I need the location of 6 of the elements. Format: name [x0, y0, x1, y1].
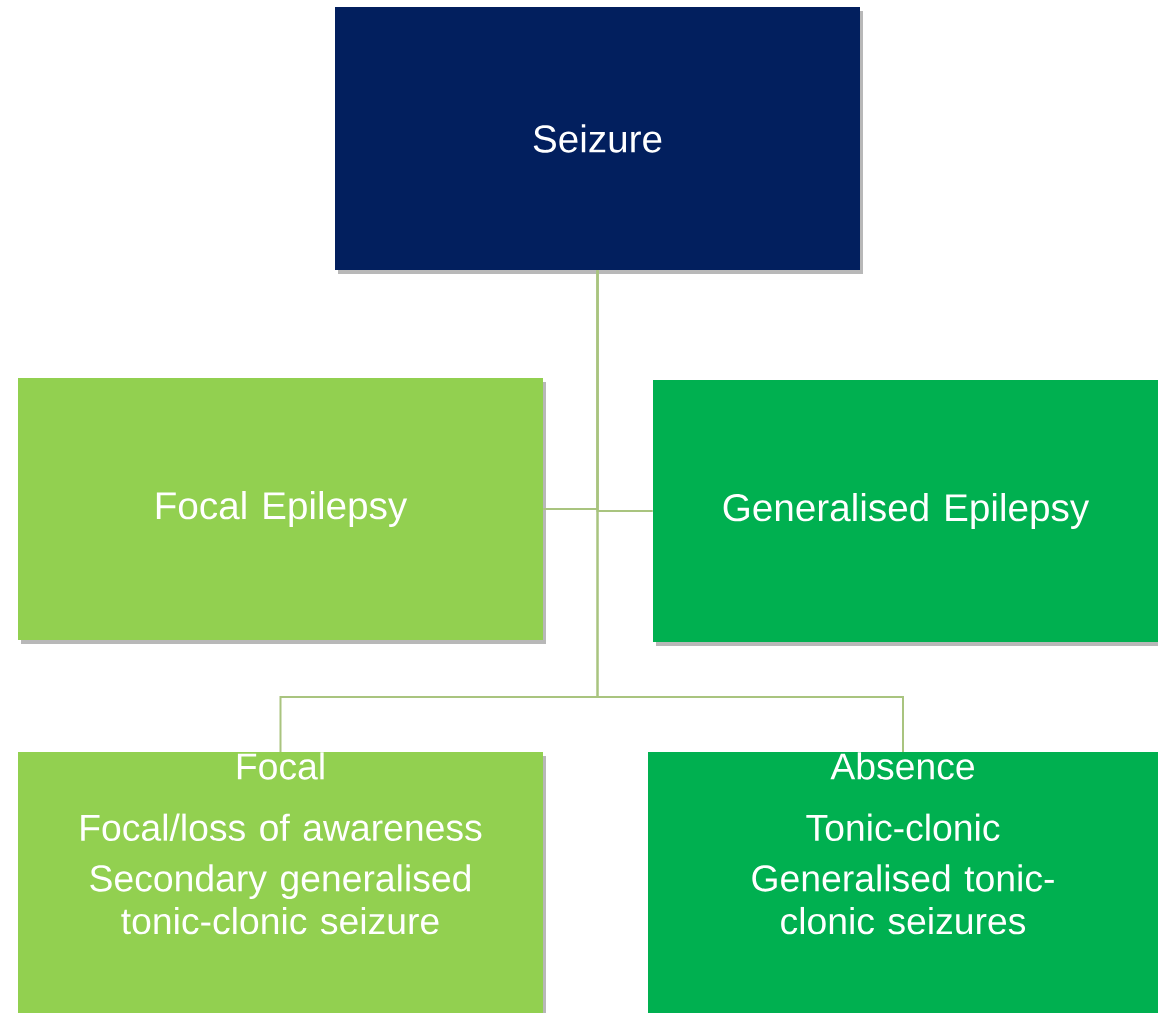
list-box: Absence Tonic-clonic Generalised tonic-clonic seizures — [648, 752, 1158, 1013]
connector-line — [596, 269, 904, 753]
list-box: Focal Focal/loss of awareness Secondary generalised tonic-clonic seizure — [18, 752, 546, 1013]
category-box: Focal Epilepsy — [18, 378, 546, 644]
root-box: Seizure — [335, 7, 863, 274]
category-box: Generalised Epilepsy — [653, 380, 1158, 646]
